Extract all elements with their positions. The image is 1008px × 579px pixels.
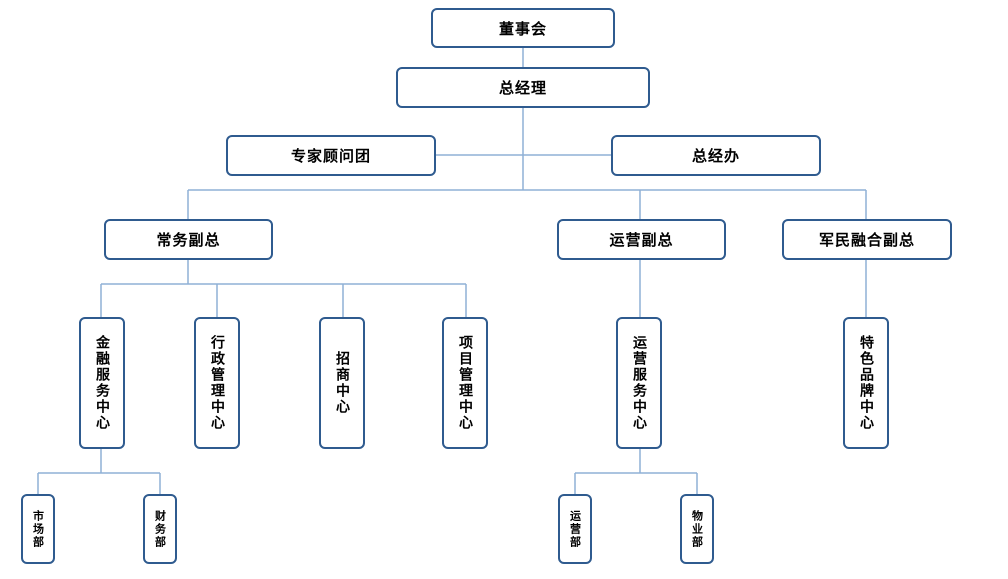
investment-center-node: 招商中心 (319, 317, 365, 449)
market-dept-node: 市场部 (21, 494, 55, 564)
operations-vp-node: 运营副总 (557, 219, 726, 260)
executive-vp-node: 常务副总 (104, 219, 273, 260)
project-management-center-node: 项目管理中心 (442, 317, 488, 449)
finance-dept-node: 财务部 (143, 494, 177, 564)
gm-office-node: 总经办 (611, 135, 821, 176)
general-manager-node: 总经理 (396, 67, 650, 108)
board-node: 董事会 (431, 8, 615, 48)
admin-management-center-node: 行政管理中心 (194, 317, 240, 449)
operations-dept-node: 运营部 (558, 494, 592, 564)
finance-service-center-node: 金融服务中心 (79, 317, 125, 449)
military-civil-vp-node: 军民融合副总 (782, 219, 952, 260)
expert-advisory-node: 专家顾问团 (226, 135, 436, 176)
brand-center-node: 特色品牌中心 (843, 317, 889, 449)
property-dept-node: 物业部 (680, 494, 714, 564)
operations-service-center-node: 运营服务中心 (616, 317, 662, 449)
